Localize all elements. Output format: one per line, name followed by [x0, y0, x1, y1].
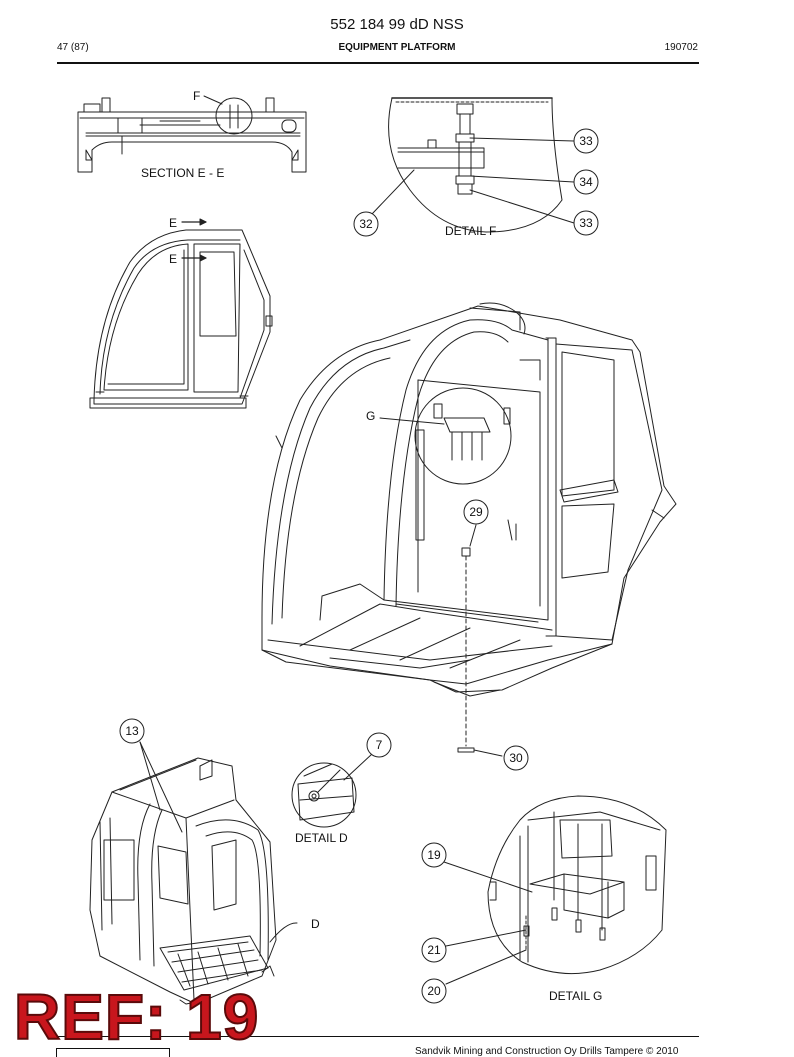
- detail-g-view: DETAIL G: [443, 795, 667, 1003]
- detail-d-label: DETAIL D: [295, 831, 348, 845]
- page-number: 47 (87): [57, 42, 89, 53]
- small-cab-isometric: D: [89, 741, 320, 1005]
- section-ee-view: F SECTION E - E: [77, 89, 307, 180]
- svg-text:19: 19: [427, 848, 441, 862]
- svg-text:32: 32: [359, 217, 373, 231]
- header-rule: [57, 62, 699, 64]
- svg-text:20: 20: [427, 984, 441, 998]
- cab-side-view: E E: [89, 216, 273, 409]
- detail-f-label: DETAIL F: [445, 224, 496, 238]
- balloon-20: 20: [421, 978, 447, 1004]
- balloon-21: 21: [421, 937, 447, 963]
- document-number: 552 184 99 dD NSS: [330, 16, 464, 33]
- marker-g: G: [366, 409, 375, 423]
- marker-f: F: [193, 89, 200, 103]
- balloon-7: 7: [366, 732, 392, 758]
- svg-text:30: 30: [509, 751, 523, 765]
- svg-text:33: 33: [579, 134, 593, 148]
- section-ee-label: SECTION E - E: [141, 166, 224, 180]
- svg-text:33: 33: [579, 216, 593, 230]
- svg-text:21: 21: [427, 943, 441, 957]
- detail-g-label: DETAIL G: [549, 989, 602, 1003]
- ref-stamp: REF: 19: [13, 981, 260, 1053]
- section-title: EQUIPMENT PLATFORM: [338, 42, 456, 53]
- balloon-19: 19: [421, 842, 447, 868]
- copyright-notice: Sandvik Mining and Construction Oy Drill…: [415, 1046, 679, 1057]
- marker-e-top: E: [169, 216, 177, 230]
- svg-text:29: 29: [469, 505, 483, 519]
- footer-rule: [57, 1036, 699, 1038]
- detail-d-view: DETAIL D: [291, 753, 373, 845]
- document-code: 190702: [664, 42, 698, 53]
- balloon-13: 13: [119, 718, 145, 744]
- balloon-29: 29: [463, 499, 489, 525]
- marker-e-bottom: E: [169, 252, 177, 266]
- balloon-30: 30: [503, 745, 529, 771]
- marker-d: D: [311, 917, 320, 931]
- detail-f-view: DETAIL F: [371, 97, 575, 238]
- svg-text:13: 13: [125, 724, 139, 738]
- main-cab-isometric: G: [261, 302, 677, 757]
- balloon-32: 32: [353, 211, 379, 237]
- balloon-34: 34: [573, 169, 599, 195]
- svg-text:7: 7: [376, 738, 383, 752]
- balloon-33-upper: 33: [573, 128, 599, 154]
- svg-text:34: 34: [579, 175, 593, 189]
- balloon-33-lower: 33: [573, 210, 599, 236]
